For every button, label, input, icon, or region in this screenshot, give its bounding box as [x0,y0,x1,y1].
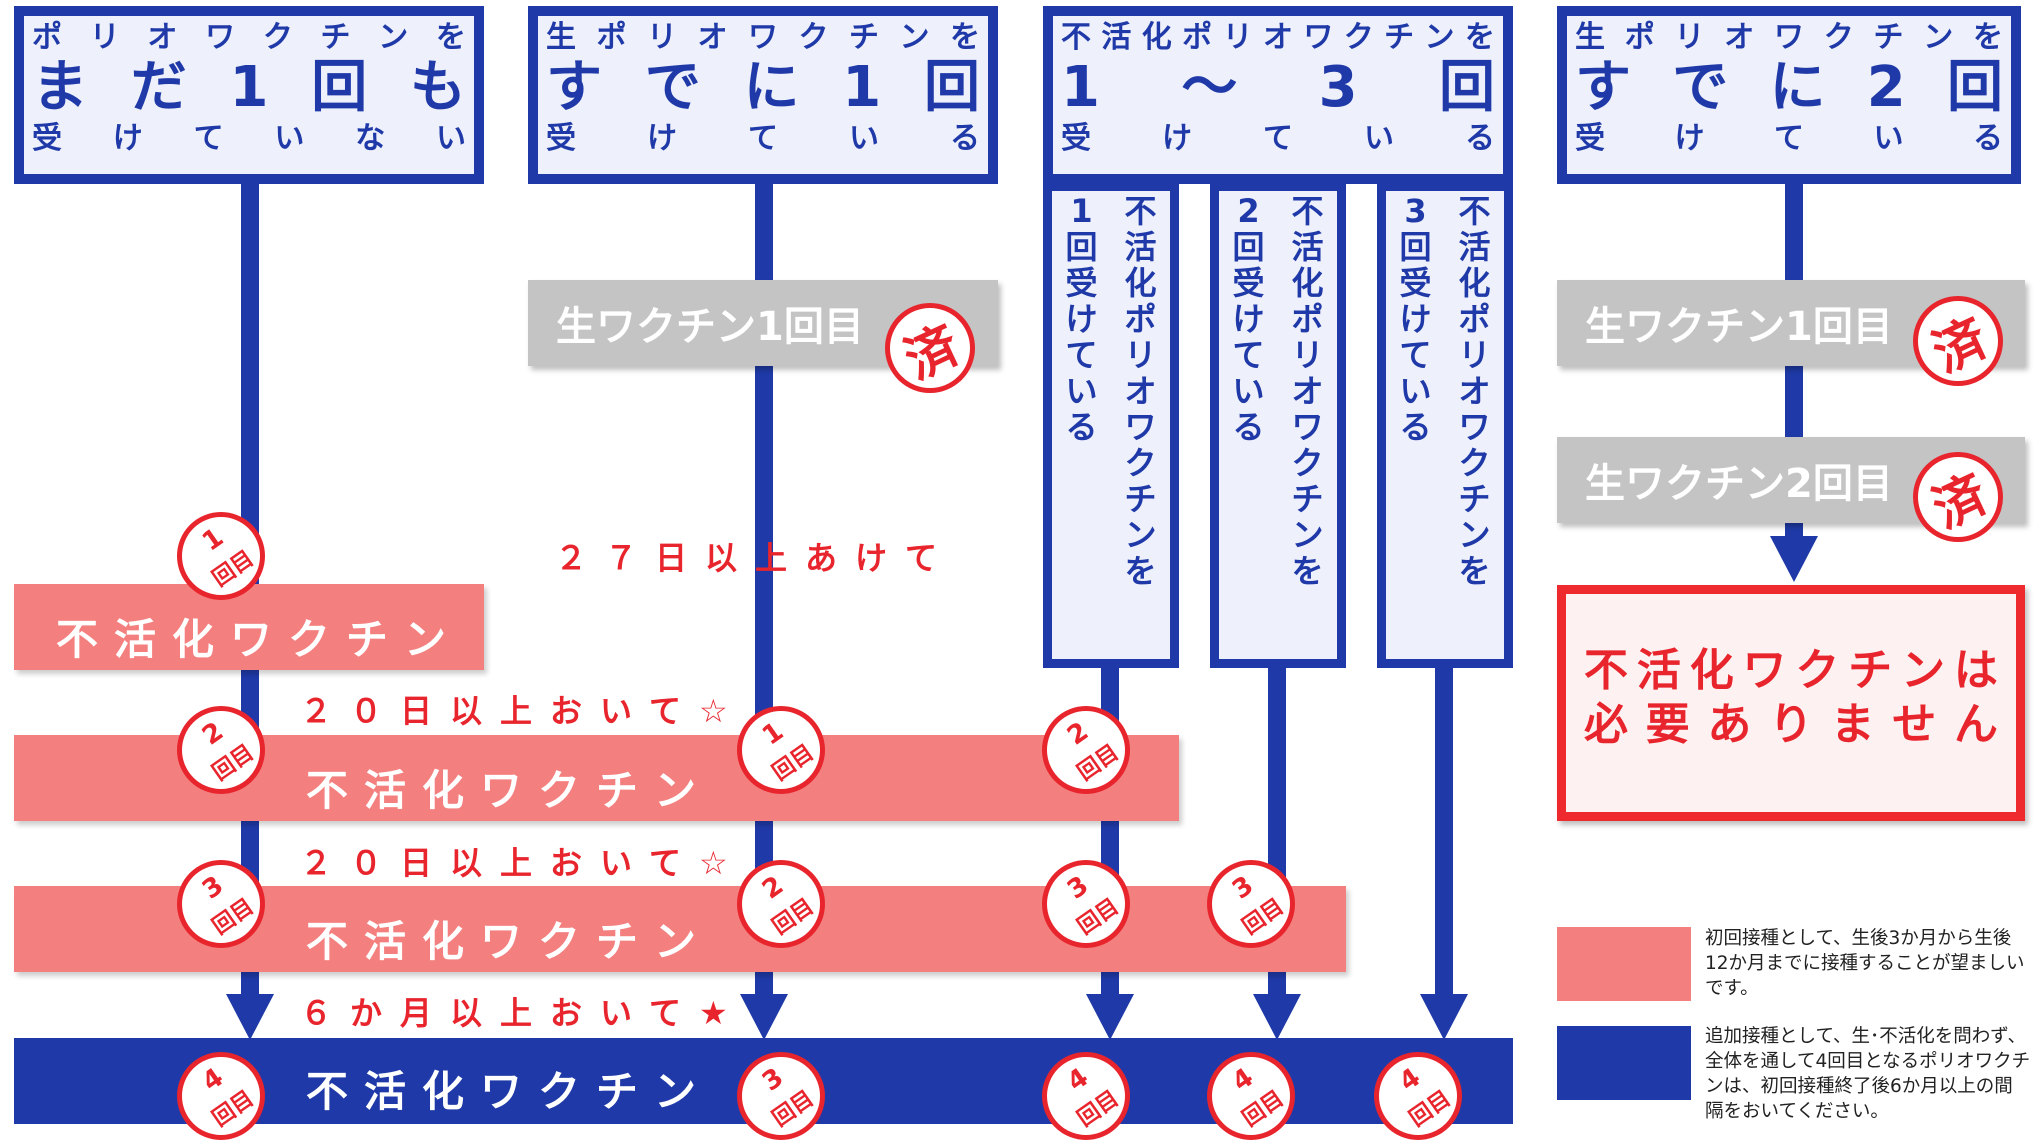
header-bottom-row: 受けている [1061,121,1495,156]
not-needed-line-1: 不活化ワクチンは [1584,645,1998,696]
live-vaccine-1-label: 生ワクチン1回目 [1585,304,1893,350]
flow-arrow-col3a [1086,994,1134,1040]
header-top-row: ポリオワクチンを [32,20,466,55]
done-stamp: 済 [1913,452,2003,542]
interval-27-days: ２７日以上あけて [555,539,956,577]
flow-line-col3c [1435,665,1453,999]
done-stamp: 済 [885,303,975,393]
subcolumn-right-text: 不活化ポリオワクチンを [1291,192,1324,590]
interval-6-months: ６か月以上おいて★ [300,994,746,1032]
header-bottom-row: 受けている [1575,121,2003,156]
flow-arrow-col1 [226,994,274,1040]
interval-20-days-a: ２０日以上おいて☆ [300,692,746,730]
header-bottom-row: 受けていない [32,121,466,156]
legend-swatch-navy [1557,1026,1691,1100]
inactivated-bar-label: 不活化ワクチン [306,766,713,815]
not-needed-line-2: 必要ありません [1584,699,1998,750]
booster-bar-label: 不活化ワクチン [306,1067,713,1116]
legend-text-pink: 初回接種として、生後3か月から生後12か月までに接種することが望ましいです。 [1705,928,2025,999]
done-stamp: 済 [1913,296,2003,386]
flow-arrow-col3b [1253,994,1301,1040]
subcolumn-right-text: 不活化ポリオワクチンを [1458,192,1491,590]
live-vaccine-2-label: 生ワクチン2回目 [1585,461,1893,507]
header-top-row: 不活化ポリオワクチンを [1061,20,1495,55]
flow-arrow-col2 [740,994,788,1040]
header-bottom-row: 受けている [546,121,980,156]
subcolumn-right-text: 不活化ポリオワクチンを [1124,192,1157,590]
inactivated-bar-label: 不活化ワクチン [306,917,713,966]
flow-arrow-col3c [1420,994,1468,1040]
header-top-row: 生ポリオワクチンを [546,20,980,55]
legend-text-navy: 追加接種として、生･不活化を問わず、全体を通して4回目となるポリオワクチンは、初… [1705,1026,2031,1122]
interval-20-days-b: ２０日以上おいて☆ [300,844,746,882]
flow-arrow-col4 [1770,536,1818,582]
inactivated-bar-1: 不活化ワクチン [14,584,484,670]
legend-swatch-pink [1557,927,1691,1001]
inactivated-bar-label: 不活化ワクチン [56,615,463,664]
live-vaccine-1-label: 生ワクチン1回目 [556,304,864,350]
header-top-row: 生ポリオワクチンを [1575,20,2003,55]
not-needed-box: 不活化ワクチンは 必要ありません [1557,585,2025,821]
